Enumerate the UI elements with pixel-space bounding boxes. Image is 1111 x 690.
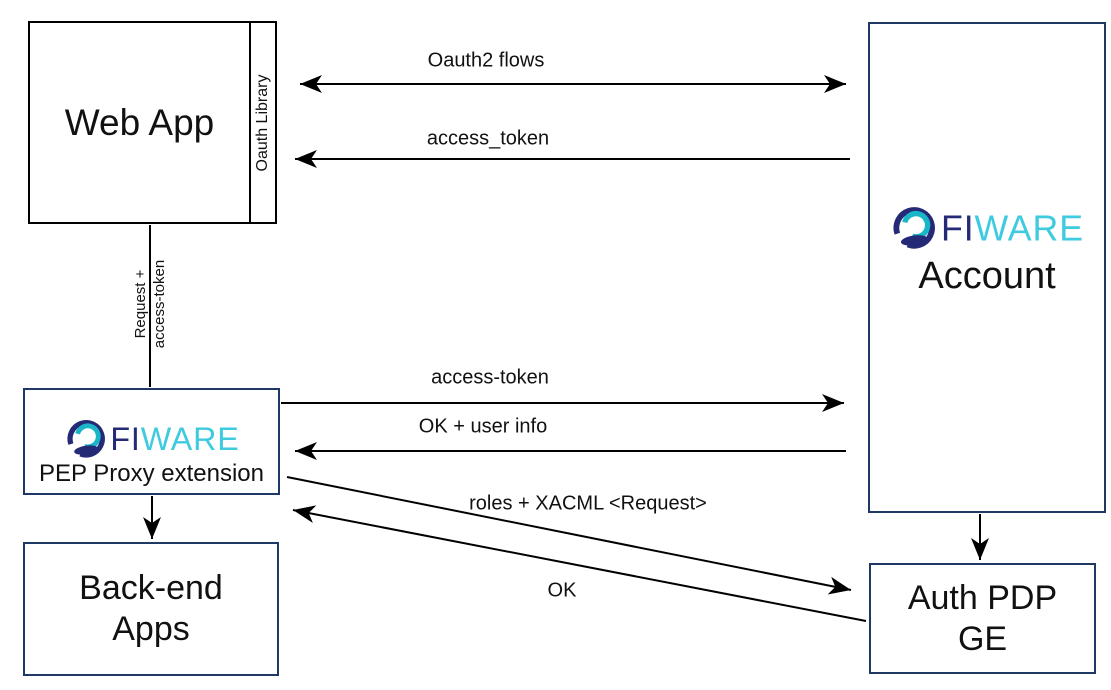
fiware-logo-outer-ring [66, 420, 105, 458]
edge-label-roles-xacml: roles + XACML <Request> [469, 492, 707, 515]
fiware-logo-outer-ring [893, 206, 935, 249]
fiware-logo: FIWARE [893, 206, 1083, 249]
fiware-logo-text: FIWARE [110, 421, 239, 457]
backend-apps-node: Back-end Apps [23, 542, 279, 676]
fiware-logo-fi: FI [941, 208, 975, 248]
fiware-logo-swoosh [900, 234, 928, 246]
edge-label-ok: OK [547, 579, 577, 602]
edge-label-oauth2-flows: Oauth2 flows [427, 49, 545, 72]
auth-pdp-label-line2: GE [957, 619, 1008, 658]
auth-pdp-label-line1: Auth PDP [907, 578, 1058, 617]
oauth-library-strip: Oauth Library [249, 23, 275, 222]
backend-apps-label-line2: Apps [112, 610, 190, 648]
oauth-library-label: Oauth Library [254, 74, 271, 171]
backend-apps-label-line1: Back-end [79, 569, 223, 608]
web-app-node: Web App Oauth Library [28, 21, 277, 224]
edge-label-request-access-token: Request + access-token [131, 260, 169, 348]
web-app-label: Web App [64, 101, 215, 143]
edge-label-request-line1: Request + [132, 269, 149, 339]
fiware-logo-text: FIWARE [941, 208, 1083, 248]
fiware-logo-ware: WARE [140, 421, 239, 457]
auth-pdp-node: Auth PDP GE [869, 563, 1096, 674]
edge-label-request-line2: access-token [151, 259, 168, 349]
account-label: Account [918, 254, 1056, 297]
account-node: FIWARE Account [868, 22, 1106, 513]
fiware-logo-inner-ring [74, 423, 101, 450]
edge-label-access-token-return: access_token [426, 127, 550, 150]
fiware-logo-swoosh [73, 445, 98, 455]
pep-proxy-label: PEP Proxy extension [38, 460, 264, 487]
pep-proxy-node: FIWARE PEP Proxy extension [23, 388, 280, 495]
arrow-roles-xacml [286, 476, 852, 595]
fiware-logo-fi: FI [110, 421, 140, 457]
arrow-ok-response [292, 505, 867, 622]
fiware-logo: FIWARE [66, 420, 239, 458]
fiware-logo-inner-ring [901, 210, 931, 240]
fiware-logo-ware: WARE [975, 208, 1083, 248]
account-content: FIWARE Account [891, 203, 1083, 299]
edge-label-ok-user-info: OK + user info [418, 415, 548, 438]
edge-label-access-token-forward: access-token [431, 366, 549, 389]
